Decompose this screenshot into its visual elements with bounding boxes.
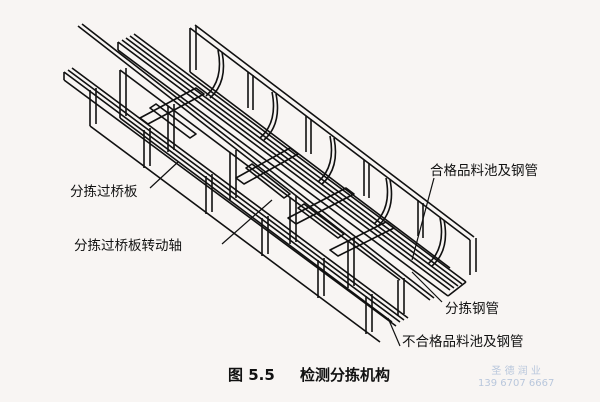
label-unqualified-pool: 不合格品料池及钢管 [402, 334, 524, 350]
label-qualified-pool: 合格品料池及钢管 [430, 163, 538, 179]
label-sorting-pipe: 分拣钢管 [445, 301, 499, 317]
leader-qualified-pool [411, 177, 435, 261]
leader-bridge-plate [149, 161, 179, 189]
unqualified-pool-frame [63, 67, 409, 343]
leader-bridge-plate-shaft [221, 199, 273, 245]
leader-lines [149, 161, 443, 347]
watermark-phone: 139 6707 6667 [478, 378, 555, 389]
figure-title: 检测分拣机构 [300, 366, 391, 384]
label-bridge-plate: 分拣过桥板 [70, 184, 138, 200]
feed-rod [77, 23, 435, 301]
watermark: 圣 德 润 业 139 6707 6667 [478, 366, 554, 390]
sorting-pipe-bundle [117, 33, 467, 297]
leader-sorting-pipe [411, 271, 443, 303]
figure-caption: 图 5.5 检测分拣机构 [228, 364, 390, 385]
label-bridge-plate-shaft: 分拣过桥板转动轴 [74, 238, 182, 254]
watermark-name: 圣 德 润 业 [491, 366, 541, 377]
leader-unqualified-pool [387, 317, 401, 347]
figure-number: 图 5.5 [228, 366, 275, 384]
qualified-pool-frame [189, 24, 477, 275]
